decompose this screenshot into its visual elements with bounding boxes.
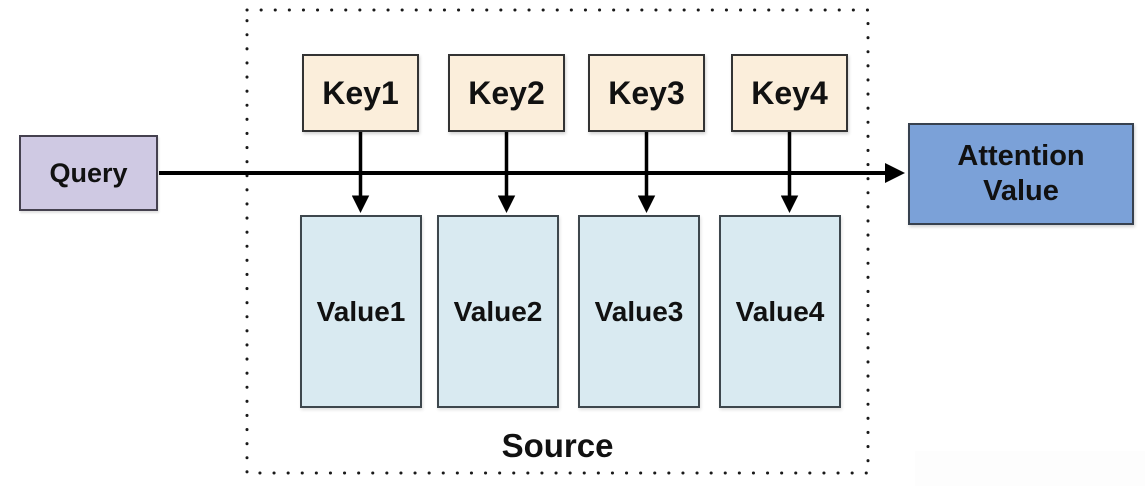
key1-box: Key1	[302, 54, 419, 132]
value1-label: Value1	[316, 295, 406, 327]
background-artifact	[915, 451, 1145, 486]
attention-label-line1: Attention	[957, 140, 1085, 173]
key1-label: Key1	[322, 74, 399, 111]
source-boundary-dotted-box	[245, 8, 870, 475]
value3-box: Value3	[578, 215, 700, 408]
value2-label: Value2	[453, 295, 543, 327]
value3-label: Value3	[594, 295, 684, 327]
key4-box: Key4	[731, 54, 848, 132]
key3-box: Key3	[588, 54, 705, 132]
value2-box: Value2	[437, 215, 559, 408]
key4-label: Key4	[751, 74, 828, 111]
key3-label: Key3	[608, 74, 685, 111]
value4-label: Value4	[735, 295, 825, 327]
value4-box: Value4	[719, 215, 841, 408]
attention-label-line2: Value	[983, 175, 1059, 207]
value1-box: Value1	[300, 215, 422, 408]
attention-value-box: Attention Value	[908, 123, 1134, 225]
query-box: Query	[19, 135, 158, 211]
source-label: Source	[501, 427, 614, 464]
key2-box: Key2	[448, 54, 565, 132]
key2-label: Key2	[468, 74, 545, 111]
query-label: Query	[49, 157, 128, 188]
